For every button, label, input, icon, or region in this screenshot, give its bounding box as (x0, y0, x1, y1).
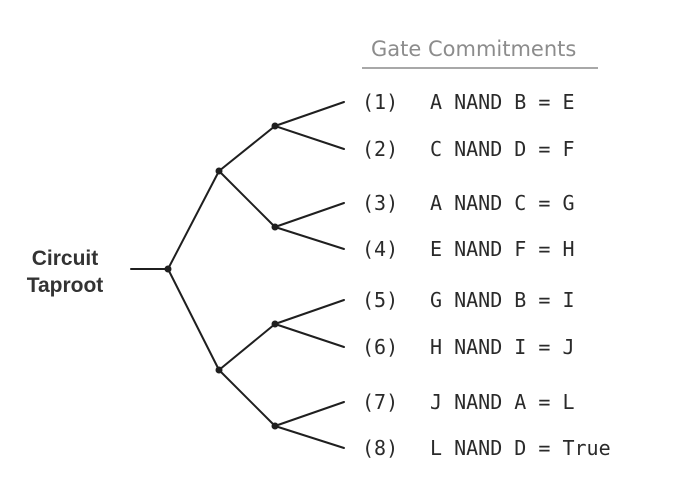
leaf-edge-2 (274, 125, 345, 150)
leaf-edge-6 (274, 323, 345, 348)
branch-node-lower (215, 366, 223, 374)
gate-list: (1) A NAND B = E (2) C NAND D = F (3) A … (362, 90, 611, 460)
branch-c (218, 323, 276, 371)
branch-b (218, 170, 276, 228)
gate-expression: G NAND B = I (430, 288, 575, 312)
gate-number: (6) (362, 335, 398, 359)
gate-number: (3) (362, 191, 398, 215)
branch-a (218, 125, 276, 172)
diagram-title: Gate Commitments (371, 37, 576, 61)
branch-node-b (271, 223, 279, 231)
branch-root-upper (167, 170, 220, 270)
gate-number: (5) (362, 288, 398, 312)
branch-node-upper (215, 167, 223, 175)
leaf-edge-1 (274, 101, 345, 127)
gate-expression: L NAND D = True (430, 436, 611, 460)
gate-number: (1) (362, 90, 398, 114)
leaf-edge-7 (274, 401, 345, 427)
gate-expression: C NAND D = F (430, 137, 575, 161)
branch-d (218, 369, 276, 427)
gate-number: (8) (362, 436, 398, 460)
branch-node-a (271, 122, 279, 130)
gate-expression: A NAND B = E (430, 90, 575, 114)
gate-expression: H NAND I = J (430, 335, 575, 359)
gate-number: (7) (362, 390, 398, 414)
gate-expression: A NAND C = G (430, 191, 575, 215)
leaf-edge-3 (274, 202, 345, 228)
root-node (164, 265, 172, 273)
leaf-edge-4 (274, 226, 345, 250)
gate-expression: E NAND F = H (430, 237, 575, 261)
merkle-tree (130, 101, 345, 449)
branch-node-c (271, 320, 279, 328)
gate-number: (2) (362, 137, 398, 161)
leaf-edge-5 (274, 299, 345, 325)
leaf-edge-8 (274, 425, 345, 449)
gate-number: (4) (362, 237, 398, 261)
branch-node-d (271, 422, 279, 430)
gate-expression: J NAND A = L (430, 390, 575, 414)
root-label-line2: Taproot (27, 274, 104, 297)
branch-root-lower (167, 268, 220, 371)
root-label-line1: Circuit (32, 247, 99, 270)
